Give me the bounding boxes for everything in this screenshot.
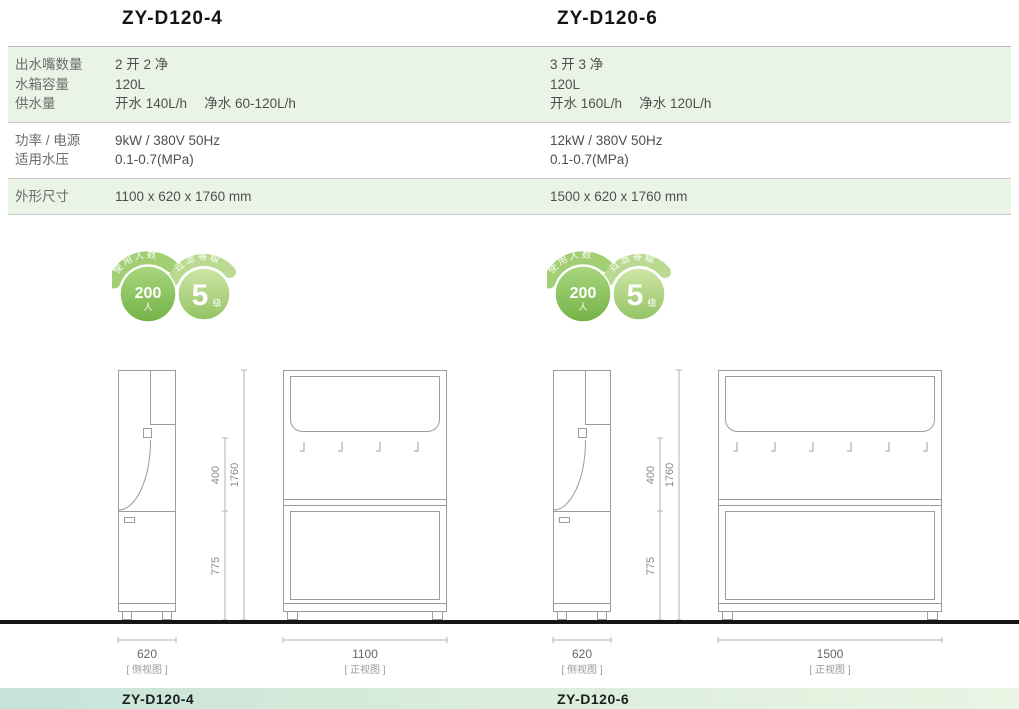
drawing-model-2: 400 1760 775 620 1500 [ 侧视图 ] [ 正视图 ] xyxy=(552,369,943,676)
dim-775: 775 xyxy=(645,557,657,575)
dim-400: 400 xyxy=(645,466,657,484)
dim-1760: 1760 xyxy=(664,463,676,487)
filter-value: 5 xyxy=(192,279,209,312)
taps xyxy=(300,442,419,452)
users-unit: 人 xyxy=(143,302,152,312)
front-view-caption: [ 正视图 ] xyxy=(809,663,850,676)
filter-value: 5 xyxy=(627,279,644,312)
footer-band: ZY-D120-4 ZY-D120-6 xyxy=(0,688,1019,709)
dimension-labels: 400 1760 775 620 1100 [ 侧视图 ] [ 正视图 ] xyxy=(126,463,385,676)
model-title-1: ZY-D120-4 xyxy=(122,8,223,29)
side-view-caption: [ 侧视图 ] xyxy=(126,663,167,676)
filter-unit: 级 xyxy=(647,297,656,308)
spec-label-size: 外形尺寸 xyxy=(15,188,69,204)
spec-value-power-model-1: 9kW / 380V 50Hz xyxy=(115,132,221,148)
dim-400: 400 xyxy=(210,466,222,484)
spec-row-supply: 供水量 开水 140L/h 净水 60-120L/h 开水 160L/h 净水 … xyxy=(8,94,1011,114)
side-view xyxy=(118,370,176,620)
front-view xyxy=(283,370,447,620)
side-view xyxy=(553,370,611,620)
spec-value-outlets-model-2: 3 开 3 净 xyxy=(550,57,604,72)
taps xyxy=(733,442,928,452)
ground-line xyxy=(0,620,1019,624)
model-title-2: ZY-D120-6 xyxy=(557,8,658,29)
drawing-model-1: 400 1760 775 620 1100 [ 侧视图 ] [ 正视图 ] xyxy=(117,369,448,676)
dim-depth: 620 xyxy=(572,647,592,661)
spec-value-size-model-1: 1100 x 620 x 1760 mm xyxy=(115,188,252,204)
spec-table: 出水嘴数量 2 开 2 净 3 开 3 净 水箱容量 120L 120L 供水量… xyxy=(8,46,1011,215)
side-view-caption: [ 侧视图 ] xyxy=(561,663,602,676)
spec-value-pressure-model-1: 0.1-0.7(MPa) xyxy=(115,152,194,167)
front-view xyxy=(718,370,942,620)
filter-badge-circle xyxy=(612,267,666,321)
spec-value-supply-model-1: 开水 140L/h 净水 60-120L/h xyxy=(115,96,296,111)
users-value: 200 xyxy=(570,285,597,302)
dim-depth: 620 xyxy=(137,647,157,661)
spec-label-tank: 水箱容量 xyxy=(15,76,69,92)
footer-model-2: ZY-D120-6 xyxy=(557,691,630,707)
spec-row-tank: 水箱容量 120L 120L xyxy=(8,75,1011,95)
spec-row-outlets: 出水嘴数量 2 开 2 净 3 开 3 净 xyxy=(8,55,1011,75)
spec-group-water: 出水嘴数量 2 开 2 净 3 开 3 净 水箱容量 120L 120L 供水量… xyxy=(8,47,1011,123)
filter-badge-circle xyxy=(177,267,231,321)
users-badge-circle xyxy=(119,265,177,323)
spec-group-power: 功率 / 电源 9kW / 380V 50Hz 12kW / 380V 50Hz… xyxy=(8,123,1011,179)
spec-label-power: 功率 / 电源 xyxy=(15,132,81,148)
spec-value-power-model-2: 12kW / 380V 50Hz xyxy=(550,132,663,148)
spec-value-tank-model-2: 120L xyxy=(550,76,581,92)
spec-value-tank-model-1: 120L xyxy=(115,76,146,92)
spec-label-outlets: 出水嘴数量 xyxy=(15,57,83,72)
spec-row-power: 功率 / 电源 9kW / 380V 50Hz 12kW / 380V 50Hz xyxy=(8,131,1011,151)
dim-775: 775 xyxy=(210,557,222,575)
spec-value-supply-model-2: 开水 160L/h 净水 120L/h xyxy=(550,96,712,111)
front-view-caption: [ 正视图 ] xyxy=(344,663,385,676)
footer-model-1: ZY-D120-4 xyxy=(122,691,195,707)
badges-model-1: 使用人数 过滤等级 200 人 5 级 xyxy=(112,248,244,323)
dimension-labels: 400 1760 775 620 1500 [ 侧视图 ] [ 正视图 ] xyxy=(561,463,850,676)
dim-width: 1100 xyxy=(352,647,378,661)
filter-unit: 级 xyxy=(212,297,221,308)
users-value: 200 xyxy=(135,285,162,302)
dimension-lines xyxy=(552,369,943,643)
users-unit: 人 xyxy=(578,302,587,312)
spec-row-pressure: 适用水压 0.1-0.7(MPa) 0.1-0.7(MPa) xyxy=(8,150,1011,170)
badges-model-2: 使用人数 过滤等级 200 人 5 级 xyxy=(547,248,679,323)
spec-label-pressure: 适用水压 xyxy=(15,152,69,167)
users-badge-circle xyxy=(554,265,612,323)
spec-label-supply: 供水量 xyxy=(15,96,56,111)
spec-row-size: 外形尺寸 1100 x 620 x 1760 mm 1500 x 620 x 1… xyxy=(8,187,1011,207)
spec-value-size-model-2: 1500 x 620 x 1760 mm xyxy=(550,188,688,204)
dim-1760: 1760 xyxy=(229,463,241,487)
spec-value-outlets-model-1: 2 开 2 净 xyxy=(115,57,169,72)
spec-value-pressure-model-2: 0.1-0.7(MPa) xyxy=(550,152,629,167)
dim-width: 1500 xyxy=(817,647,844,661)
spec-group-size: 外形尺寸 1100 x 620 x 1760 mm 1500 x 620 x 1… xyxy=(8,178,1011,215)
